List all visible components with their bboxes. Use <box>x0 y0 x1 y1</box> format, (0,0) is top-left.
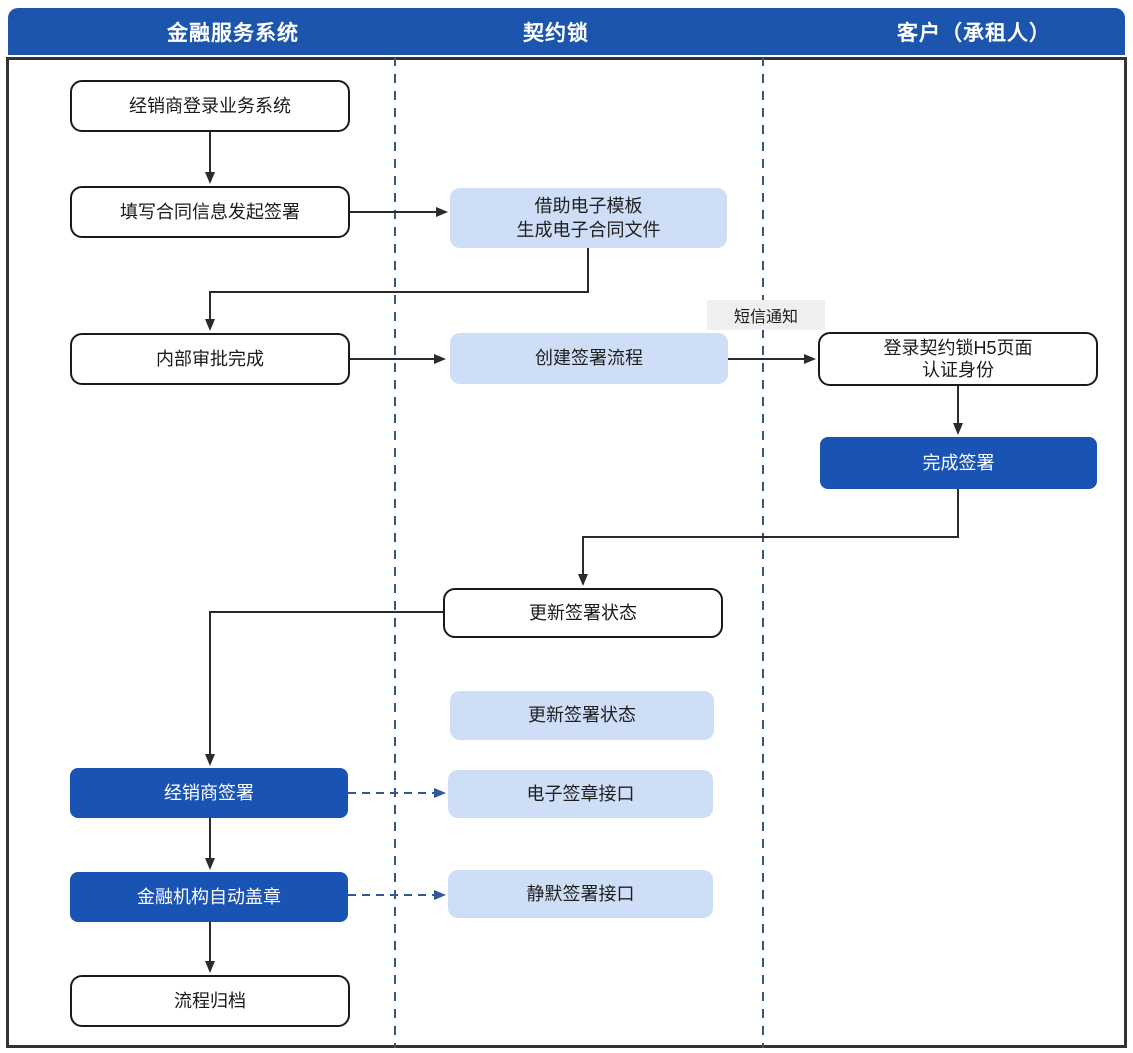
box-update-status-2-label: 更新签署状态 <box>528 705 636 726</box>
box-h5-login: 登录契约锁H5页面 认证身份 <box>818 332 1098 386</box>
diagram-frame <box>6 57 1127 1048</box>
box-update-status: 更新签署状态 <box>443 588 723 638</box>
box-silent-api: 静默签署接口 <box>448 870 713 918</box>
box-fill-contract-label: 填写合同信息发起签署 <box>120 201 300 222</box>
box-update-status-2: 更新签署状态 <box>450 691 714 740</box>
box-complete-sign-label: 完成签署 <box>922 452 995 473</box>
sms-notice-text: 短信通知 <box>733 309 798 326</box>
lane-title-qiyuesuo: 契约锁 <box>523 21 589 45</box>
connector-update-status-to-dealer-sign <box>205 611 443 766</box>
box-esign-api-label: 电子签章接口 <box>526 783 635 804</box>
box-esign-api: 电子签章接口 <box>448 770 713 818</box>
box-template-generate: 借助电子模板 生成电子合同文件 <box>450 188 727 248</box>
box-dealer-login: 经销商登录业务系统 <box>70 80 350 132</box>
box-internal-approval-label: 内部审批完成 <box>156 348 264 369</box>
box-auto-seal-label: 金融机构自动盖章 <box>137 886 281 907</box>
box-fill-contract: 填写合同信息发起签署 <box>70 186 350 238</box>
box-archive: 流程归档 <box>70 975 350 1027</box>
box-complete-sign: 完成签署 <box>820 437 1097 489</box>
lane-header-bar: 金融服务系统 契约锁 客户（承租人） <box>8 8 1125 55</box>
lane-title-customer: 客户（承租人） <box>897 21 1051 45</box>
box-silent-api-label: 静默签署接口 <box>526 883 635 904</box>
box-h5-login-line1: 登录契约锁H5页面 <box>883 337 1033 358</box>
box-update-status-label: 更新签署状态 <box>529 602 637 623</box>
box-internal-approval: 内部审批完成 <box>70 333 350 385</box>
box-template-generate-line1: 借助电子模板 <box>534 195 643 216</box>
box-create-flow-label: 创建签署流程 <box>535 348 643 369</box>
box-auto-seal: 金融机构自动盖章 <box>70 872 348 922</box>
box-h5-login-line2: 认证身份 <box>922 360 994 380</box>
connector-complete-sign-to-update-status <box>578 489 959 586</box>
box-dealer-login-label: 经销商登录业务系统 <box>129 95 291 116</box>
box-template-generate-line2: 生成电子合同文件 <box>516 220 661 240</box>
connector-template-to-internal-approval <box>205 248 589 331</box>
box-archive-label: 流程归档 <box>174 990 246 1011</box>
box-dealer-sign-label: 经销商签署 <box>164 782 254 803</box>
sms-notice-label: 短信通知 <box>707 300 825 330</box>
lane-title-financial-system: 金融服务系统 <box>167 21 299 45</box>
box-create-flow: 创建签署流程 <box>450 333 728 384</box>
box-dealer-sign: 经销商签署 <box>70 768 348 818</box>
